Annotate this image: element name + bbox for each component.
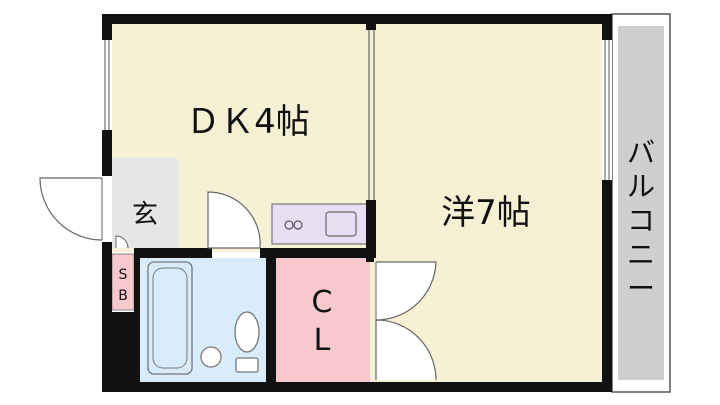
bathtub-inner [152, 267, 188, 369]
balcony-label-1: バ [627, 136, 655, 169]
entrance-step [115, 235, 129, 249]
washbasin-icon [200, 346, 222, 368]
bath-door-swing [207, 191, 261, 249]
toilet-tank-icon [235, 357, 259, 373]
wall-bath-top-right [260, 248, 376, 258]
closet-door-swing-top [375, 261, 437, 321]
wall-left-lower [102, 242, 112, 392]
closet-door-swing-bottom [375, 319, 437, 381]
closet-label-c: C [312, 285, 333, 320]
entrance-label: 玄 [132, 200, 158, 230]
partition-top [366, 24, 376, 30]
wall-right [602, 14, 612, 392]
stove-burner-icon [284, 220, 294, 230]
shoebox-label-s: S [119, 267, 128, 283]
partition-lower [366, 200, 376, 258]
western-room-label: 洋7帖 [441, 193, 531, 233]
balcony-floor [618, 26, 664, 380]
wall-bottom [102, 382, 612, 392]
entrance-door-swing [39, 177, 103, 241]
balcony-label-5: ー [627, 272, 655, 305]
closet-floor [276, 258, 370, 382]
wall-top [102, 14, 612, 24]
western-room-floor [370, 24, 607, 382]
wall-bath-left [134, 248, 140, 382]
wall-bath-top [134, 248, 212, 258]
closet-label-l: L [314, 323, 331, 358]
toilet-bowl-icon [234, 311, 260, 353]
dk-label: ＤＫ4帖 [186, 102, 310, 142]
window-right [602, 40, 612, 180]
wall-bath-closet [266, 248, 276, 382]
kitchen-counter [271, 203, 369, 245]
entrance-floor [112, 158, 178, 248]
shoebox-label-b: B [118, 288, 128, 304]
stove-burner-icon [293, 220, 303, 230]
balcony-label-3: コ [627, 204, 655, 237]
balcony-label-2: ル [627, 170, 655, 203]
balcony-label-4: ニ [627, 238, 655, 271]
wall-closet-right [366, 258, 374, 262]
window-left [102, 40, 112, 130]
bathtub-icon [147, 261, 193, 375]
kitchen-sink-icon [325, 211, 357, 237]
